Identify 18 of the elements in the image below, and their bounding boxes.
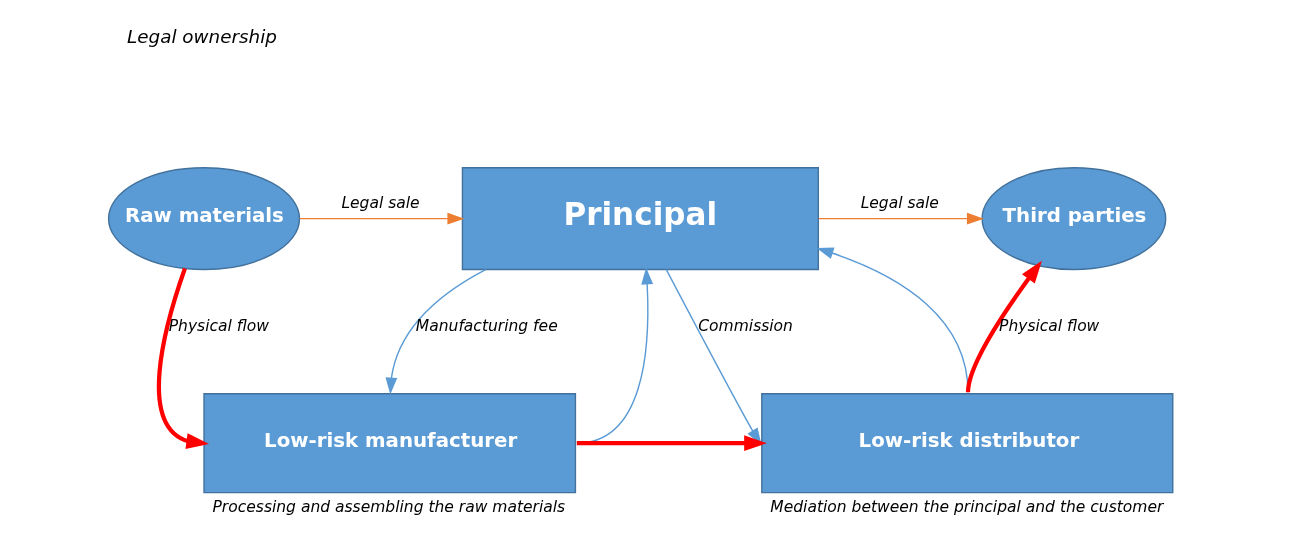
node-ellipse: Third parties (981, 167, 1167, 271)
arrow (299, 212, 465, 225)
arrow (156, 267, 209, 449)
edge-label: Manufacturing fee (415, 317, 558, 336)
edge-label: Legal sale (341, 194, 420, 213)
label: Legal ownership (127, 25, 277, 47)
arrow (817, 212, 984, 225)
node-ellipse: Raw materials (107, 167, 301, 271)
arrow (576, 435, 767, 452)
arrow (965, 260, 1042, 393)
node-label: Processing and assembling the raw materials (212, 498, 566, 517)
edge-label: Legal sale (860, 194, 939, 213)
node-label: Mediation between the principal and the customer (770, 498, 1164, 517)
edge-label: Commission (698, 317, 793, 336)
edge-label: Physical flow (168, 317, 269, 336)
node-box: Principal (461, 167, 819, 271)
edge-label: Physical flow (999, 317, 1100, 336)
arrow (385, 268, 487, 395)
